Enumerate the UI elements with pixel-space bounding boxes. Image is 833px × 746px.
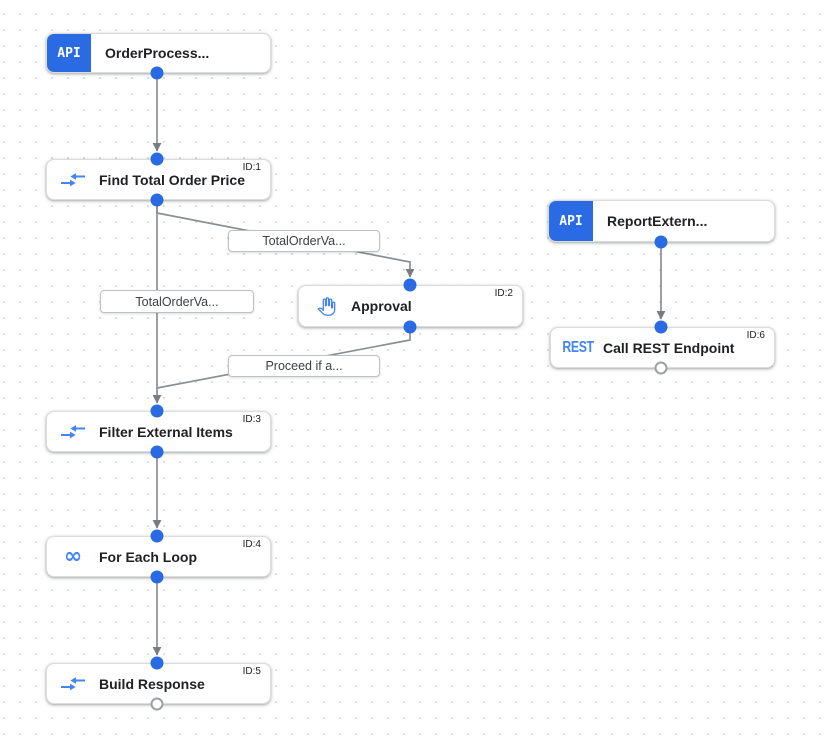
node-title: Approval [351,298,412,314]
node-title: Call REST Endpoint [603,339,735,356]
rest-icon: REST [562,338,594,357]
connection-point-approval-top[interactable] [403,278,417,292]
node-filter-external-items[interactable]: Filter External Items ID:3 [46,411,271,452]
data-mapping-icon [60,424,86,440]
connection-point-approval-bottom[interactable] [403,320,417,334]
connection-point-filter-top[interactable] [150,404,164,418]
node-approval[interactable]: Approval ID:2 [298,285,523,327]
connection-point-report-bottom[interactable] [654,235,668,249]
node-title: ReportExtern... [607,213,708,229]
node-title: Filter External Items [99,423,233,440]
connection-point-rest-top[interactable] [654,320,668,334]
node-title: OrderProcess... [105,45,210,61]
connection-point-build-top[interactable] [150,656,164,670]
connection-point-rest-bottom-open[interactable] [654,361,668,375]
node-id-badge: ID:3 [242,414,261,425]
node-title: For Each Loop [99,548,197,565]
node-id-badge: ID:5 [242,666,261,677]
api-trigger-icon: API [47,34,91,72]
api-trigger-icon: API [549,201,593,241]
node-title: Find Total Order Price [99,171,245,188]
hand-approval-icon [312,296,338,317]
edge-label-total-order-to-approval[interactable]: TotalOrderVa... [228,230,380,252]
edge-label-proceed-if-approved[interactable]: Proceed if a... [228,355,380,377]
node-id-badge: ID:2 [494,288,513,299]
node-report-extern-trigger[interactable]: API ReportExtern... [548,200,775,242]
edge-label-total-order-to-filter[interactable]: TotalOrderVa... [100,290,254,313]
connection-point-foreach-top[interactable] [150,529,164,543]
data-mapping-icon [60,676,86,692]
connection-point-find-bottom[interactable] [150,193,164,207]
node-id-badge: ID:4 [242,539,261,550]
node-title: Build Response [99,675,205,692]
data-mapping-icon [60,172,86,188]
node-order-process-trigger[interactable]: API OrderProcess... [46,33,271,73]
connection-point-foreach-bottom[interactable] [150,570,164,584]
infinity-loop-icon: ∞ [63,543,83,569]
connection-point-build-bottom-open[interactable] [150,697,164,711]
node-id-badge: ID:1 [242,162,261,173]
node-id-badge: ID:6 [746,330,765,341]
connection-point-find-top[interactable] [150,152,164,166]
connection-point-order-bottom[interactable] [150,66,164,80]
connection-point-filter-bottom[interactable] [150,445,164,459]
